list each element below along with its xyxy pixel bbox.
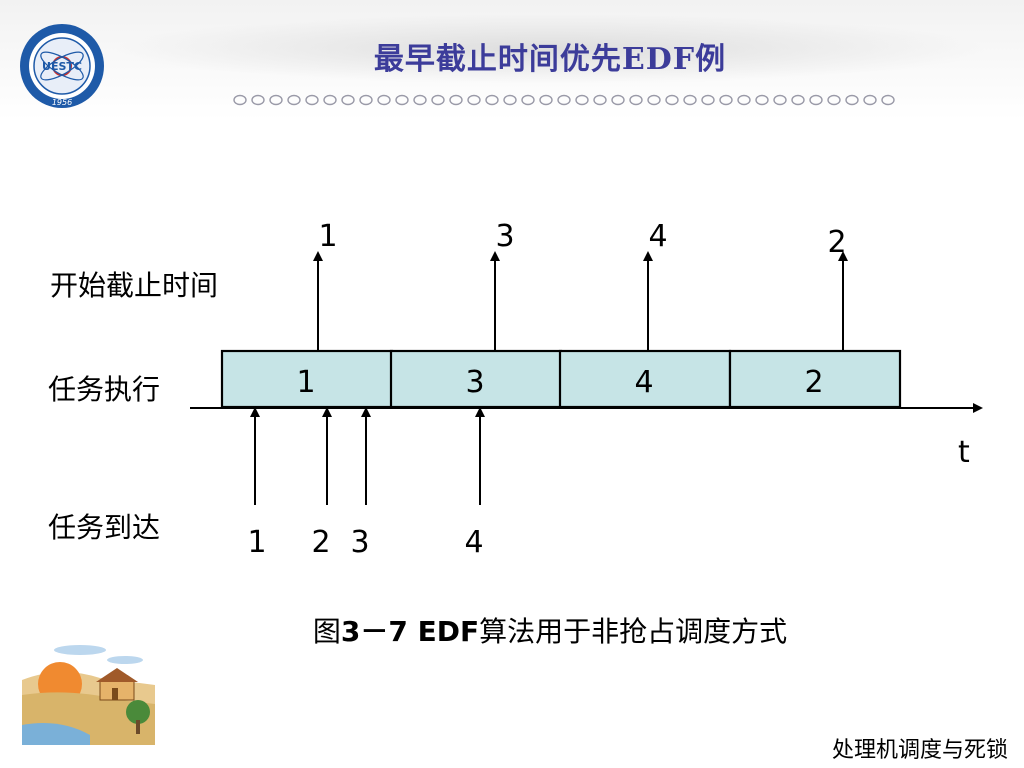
divider-dot <box>557 94 571 106</box>
divider-dot <box>233 94 247 106</box>
execution-block-label: 4 <box>634 365 653 400</box>
deadline-row-label: 开始截止时间 <box>50 269 219 302</box>
university-logo-icon: UESTC 1956 <box>20 24 104 108</box>
time-axis-label: t <box>958 435 970 470</box>
execution-row-label: 任务执行 <box>48 373 161 406</box>
divider-dot <box>827 94 841 106</box>
header-background <box>0 0 1024 120</box>
divider-dot <box>737 94 751 106</box>
divider-dot <box>611 94 625 106</box>
arrival-label: 4 <box>464 525 483 560</box>
deadline-label: 2 <box>827 225 846 260</box>
divider-dot <box>539 94 553 106</box>
logo-text: UESTC <box>42 60 82 73</box>
execution-block-label: 1 <box>296 365 315 400</box>
divider-dot <box>665 94 679 106</box>
divider-dot <box>773 94 787 106</box>
divider-dot <box>449 94 463 106</box>
divider-dot <box>485 94 499 106</box>
divider-dot <box>521 94 535 106</box>
execution-block-2 <box>728 349 902 409</box>
divider-dot <box>395 94 409 106</box>
page-title: 最早截止时间优先EDF例 <box>373 42 727 77</box>
divider-dot <box>845 94 859 106</box>
execution-block-4 <box>558 349 732 409</box>
divider-dot <box>881 94 895 106</box>
footer-text: 处理机调度与死锁 <box>831 738 1008 763</box>
divider-dot <box>251 94 265 106</box>
execution-block-3 <box>389 349 563 409</box>
logo-year: 1956 <box>52 98 72 107</box>
divider-dot <box>629 94 643 106</box>
divider-dot <box>863 94 877 106</box>
figure-caption: 图3－7 EDF算法用于非抢占调度方式 <box>240 610 860 650</box>
landscape-clipart-icon <box>22 645 155 745</box>
divider-dot <box>413 94 427 106</box>
execution-block-label: 3 <box>465 365 484 400</box>
deadline-label: 4 <box>648 219 667 254</box>
divider-dot <box>377 94 391 106</box>
divider-dot <box>791 94 805 106</box>
divider-dot <box>755 94 769 106</box>
divider-dot <box>341 94 355 106</box>
divider-dot <box>467 94 481 106</box>
divider-dot <box>575 94 589 106</box>
divider-dot <box>503 94 517 106</box>
divider-dot <box>431 94 445 106</box>
divider-dot <box>647 94 661 106</box>
arrival-label: 3 <box>350 525 369 560</box>
divider-dot <box>719 94 733 106</box>
divider-dot <box>305 94 319 106</box>
deadline-label: 3 <box>495 219 514 254</box>
arrival-row-label: 任务到达 <box>48 511 161 544</box>
execution-block-label: 2 <box>804 365 823 400</box>
divider-dot <box>701 94 715 106</box>
arrival-label: 2 <box>311 525 330 560</box>
caption-number: 3－7 EDF <box>340 615 480 648</box>
divider-dot <box>323 94 337 106</box>
divider-dot <box>683 94 697 106</box>
divider-dot <box>593 94 607 106</box>
decorative-dot-divider <box>233 94 895 106</box>
arrival-label: 1 <box>247 525 266 560</box>
divider-dot <box>359 94 373 106</box>
divider-dot <box>269 94 283 106</box>
caption-suffix: 算法用于非抢占调度方式 <box>479 615 788 648</box>
caption-prefix: 图 <box>312 615 341 648</box>
divider-dot <box>287 94 301 106</box>
deadline-label: 1 <box>318 219 337 254</box>
divider-dot <box>809 94 823 106</box>
